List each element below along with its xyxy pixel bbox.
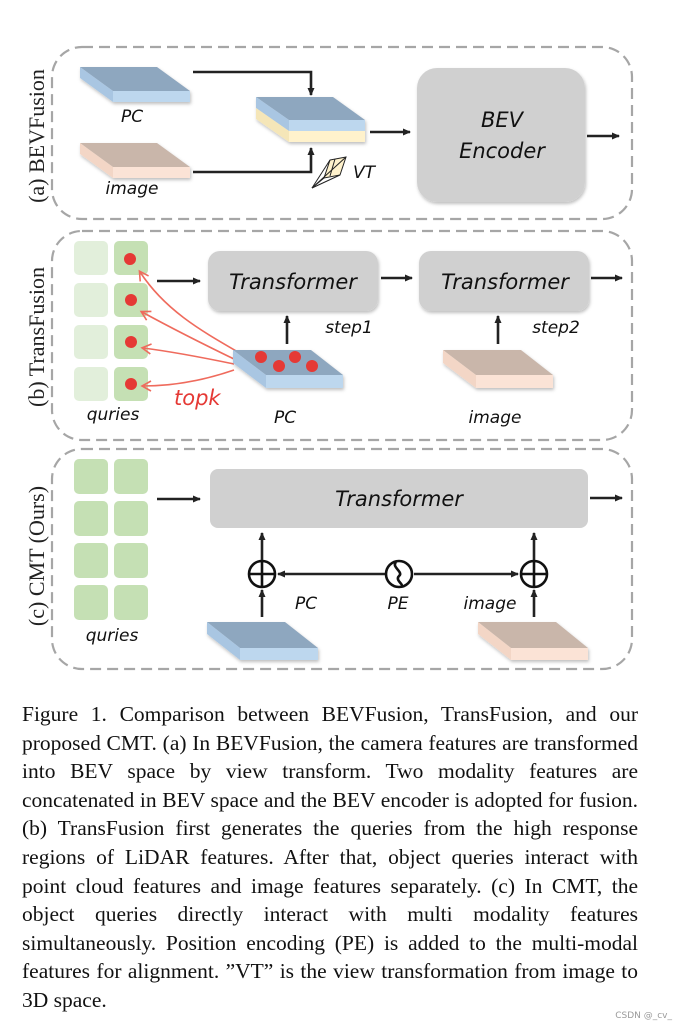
transformer-step2-block	[419, 251, 589, 311]
figure-caption: Figure 1. Comparison between BEVFusion, …	[22, 702, 638, 1012]
query-cell	[74, 543, 108, 578]
image-feature-slab	[478, 622, 588, 660]
pc-add-node-icon	[247, 559, 277, 589]
pe-label: PE	[388, 594, 409, 614]
image-feature-slab	[80, 143, 190, 178]
query-cell	[114, 543, 148, 578]
queries-grid	[74, 241, 148, 401]
step2-label: step2	[532, 318, 580, 338]
bev-encoder-label-line1: BEV	[481, 108, 525, 132]
image-label: image	[464, 594, 517, 614]
query-point	[125, 378, 137, 390]
view-transform-icon	[311, 156, 347, 189]
panel-a-frame	[50, 45, 634, 221]
queries-grid	[74, 459, 148, 620]
topk-arrow	[138, 269, 239, 353]
query-point	[124, 253, 136, 265]
panel-c-cmt: (c) CMT (Ours) quries Transformer PC	[24, 447, 634, 671]
query-cell	[74, 325, 108, 359]
figure-diagram: (a) BEVFusion PC image	[24, 45, 634, 671]
topk-arrows	[138, 269, 239, 392]
pc-feature-slab	[80, 67, 190, 102]
panel-c-frame	[50, 447, 634, 671]
query-point	[125, 336, 137, 348]
pc-feature-slab	[207, 622, 318, 660]
query-cell	[74, 367, 108, 401]
image-feature-slab	[443, 350, 553, 388]
panel-b-transfusion: (b) TransFusion quries topk	[24, 229, 634, 442]
query-cell	[74, 283, 108, 317]
pc-point	[306, 360, 318, 372]
query-cell	[114, 585, 148, 620]
query-cell	[114, 501, 148, 536]
pc-label: PC	[121, 107, 143, 127]
pc-point	[273, 360, 285, 372]
query-cell	[74, 585, 108, 620]
watermark: CSDN @_cv_	[615, 1011, 672, 1021]
query-point	[125, 294, 137, 306]
topk-label: topk	[174, 386, 221, 410]
transformer-label: Transformer	[335, 487, 464, 511]
pc-point	[289, 351, 301, 363]
queries-label: quries	[87, 405, 140, 425]
pc-label: PC	[295, 594, 317, 614]
transformer-step1-label: Transformer	[229, 270, 358, 294]
image-label: image	[106, 179, 159, 199]
transformer-block	[210, 469, 588, 528]
query-cell	[74, 459, 108, 494]
pc-feature-slab	[233, 350, 343, 388]
pc-point	[255, 351, 267, 363]
topk-arrow	[140, 369, 235, 392]
query-cell	[74, 241, 108, 275]
query-cell	[114, 459, 148, 494]
image-add-node-icon	[519, 559, 549, 589]
vt-label: VT	[353, 163, 377, 183]
queries-label: quries	[86, 626, 139, 646]
position-encoding-icon	[384, 559, 414, 589]
panel-c-side-label: (c) CMT (Ours)	[24, 486, 49, 626]
bev-encoder-block	[417, 68, 585, 202]
image-to-concat-arrow	[193, 147, 315, 174]
topk-arrow	[140, 343, 235, 365]
panel-b-frame	[50, 229, 634, 442]
transformer-step2-label: Transformer	[441, 270, 570, 294]
bev-encoder-label-line2: Encoder	[459, 139, 546, 163]
pc-label: PC	[274, 408, 296, 428]
query-cell	[74, 501, 108, 536]
concat-feature-slab	[256, 97, 365, 142]
panel-b-side-label: (b) TransFusion	[24, 267, 49, 407]
panel-a-side-label: (a) BEVFusion	[24, 69, 49, 203]
step1-label: step1	[325, 318, 373, 338]
pc-to-concat-arrow	[193, 70, 315, 96]
topk-arrow	[139, 310, 237, 361]
image-label: image	[469, 408, 522, 428]
panel-a-bevfusion: (a) BEVFusion PC image	[24, 45, 634, 221]
transformer-step1-block	[208, 251, 378, 311]
